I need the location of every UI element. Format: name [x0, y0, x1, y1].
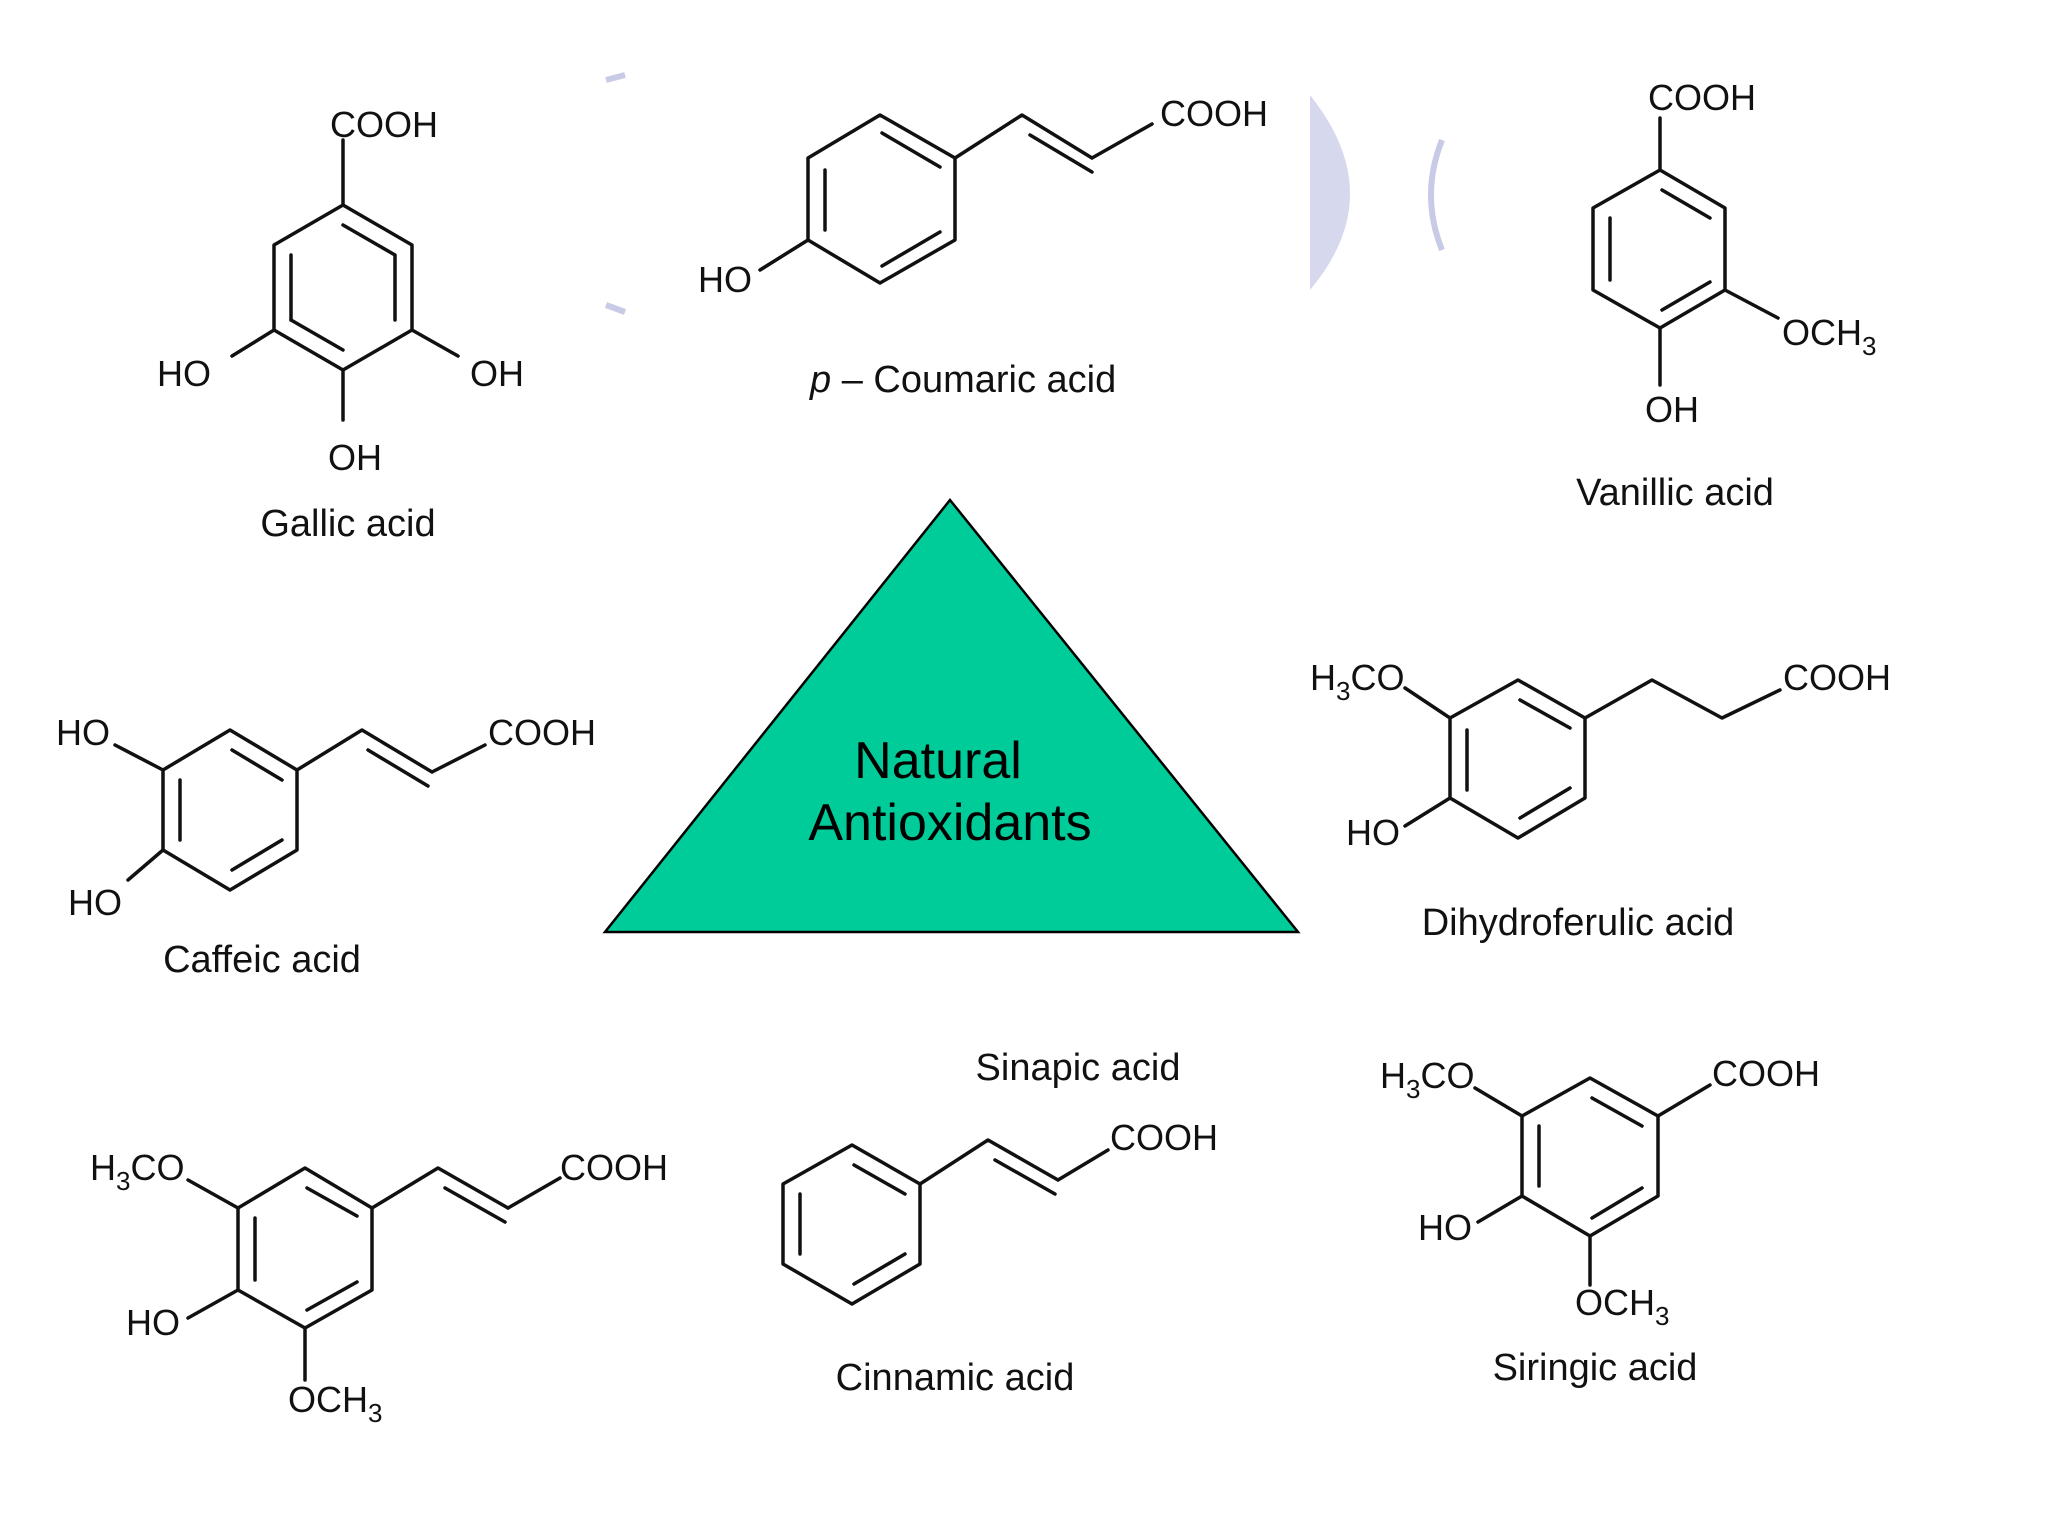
vanillic-atom-och3: OCH3	[1782, 312, 1876, 361]
dihydroferulic-h-sub: 3	[1336, 676, 1350, 706]
molecule-sinapic-acid: H3CO HO OCH3 COOH Sinapic acid	[90, 1047, 1180, 1428]
molecule-cinnamic-acid: COOH Cinnamic acid	[781, 1117, 1218, 1399]
gallic-atom-oh-right: OH	[470, 353, 524, 394]
gallic-atom-cooh: COOH	[330, 104, 438, 145]
vanillic-name: Vanillic acid	[1576, 472, 1774, 514]
gallic-atom-ho: HO	[157, 353, 211, 394]
siringic-atom-cooh: COOH	[1712, 1053, 1820, 1094]
siringic-atom-ho: HO	[1418, 1207, 1472, 1248]
decorative-arcs	[604, 72, 1445, 315]
caffeic-atom-ho-top: HO	[56, 712, 110, 753]
molecule-vanillic-acid: COOH OCH3 OH Vanillic acid	[1576, 77, 1876, 514]
siringic-atom-h3co: H3CO	[1380, 1055, 1474, 1104]
sinapic-atom-och3: OCH3	[288, 1379, 382, 1428]
molecule-siringic-acid: H3CO HO OCH3 COOH Siringic acid	[1380, 1053, 1820, 1389]
caffeic-atom-cooh: COOH	[488, 712, 596, 753]
siringic-h: H	[1380, 1055, 1406, 1096]
sinapic-och: OCH	[288, 1379, 368, 1420]
dihydroferulic-name: Dihydroferulic acid	[1422, 902, 1735, 944]
sinapic-h: H	[90, 1147, 116, 1188]
center-triangle: Natural Antioxidants	[602, 498, 1301, 934]
siringic-h-sub: 3	[1406, 1074, 1420, 1104]
decorative-arc-4	[1428, 138, 1445, 252]
decorative-arc-2	[604, 302, 627, 315]
siringic-co: CO	[1420, 1055, 1474, 1096]
vanillic-och-sub: 3	[1862, 331, 1876, 361]
dihydroferulic-atom-cooh: COOH	[1783, 657, 1891, 698]
cinnamic-name: Cinnamic acid	[836, 1357, 1075, 1399]
caffeic-atom-ho-bottom: HO	[68, 882, 122, 923]
decorative-arc-3	[1310, 95, 1350, 290]
molecule-dihydroferulic-acid: H3CO HO COOH Dihydroferulic acid	[1310, 657, 1891, 944]
sinapic-atom-h3co: H3CO	[90, 1147, 184, 1196]
molecule-caffeic-acid: HO HO COOH Caffeic acid	[56, 712, 596, 981]
molecule-gallic-acid: COOH HO OH OH Gallic acid	[157, 104, 524, 545]
sinapic-och-sub: 3	[368, 1398, 382, 1428]
molecule-coumaric-acid: COOH HO p – Coumaric acid	[698, 93, 1268, 401]
siringic-och: OCH	[1575, 1282, 1655, 1323]
center-title-line2: Antioxidants	[808, 794, 1091, 852]
caffeic-name: Caffeic acid	[163, 939, 361, 981]
coumaric-prefix: p	[809, 359, 831, 401]
dihydroferulic-atom-ho: HO	[1346, 812, 1400, 853]
coumaric-atom-cooh: COOH	[1160, 93, 1268, 134]
coumaric-name: – Coumaric acid	[831, 359, 1116, 401]
siringic-och-sub: 3	[1655, 1301, 1669, 1331]
siringic-atom-och3: OCH3	[1575, 1282, 1669, 1331]
cinnamic-atom-cooh: COOH	[1110, 1117, 1218, 1158]
decorative-arc-1	[605, 72, 626, 83]
center-title-line1: Natural	[854, 732, 1022, 790]
siringic-name: Siringic acid	[1493, 1347, 1698, 1389]
vanillic-och: OCH	[1782, 312, 1862, 353]
sinapic-atom-cooh: COOH	[560, 1147, 668, 1188]
sinapic-atom-ho: HO	[126, 1302, 180, 1343]
sinapic-co: CO	[130, 1147, 184, 1188]
vanillic-atom-cooh: COOH	[1648, 77, 1756, 118]
gallic-atom-oh-bottom: OH	[328, 437, 382, 478]
dihydroferulic-atom-h3co: H3CO	[1310, 657, 1404, 706]
dihydroferulic-h: H	[1310, 657, 1336, 698]
sinapic-name: Sinapic acid	[976, 1047, 1181, 1089]
coumaric-name-line: p – Coumaric acid	[809, 359, 1116, 401]
dihydroferulic-co: CO	[1350, 657, 1404, 698]
coumaric-atom-ho: HO	[698, 259, 752, 300]
vanillic-atom-oh: OH	[1645, 389, 1699, 430]
triangle-shape	[602, 498, 1301, 934]
gallic-name: Gallic acid	[260, 503, 435, 545]
sinapic-h-sub: 3	[116, 1166, 130, 1196]
